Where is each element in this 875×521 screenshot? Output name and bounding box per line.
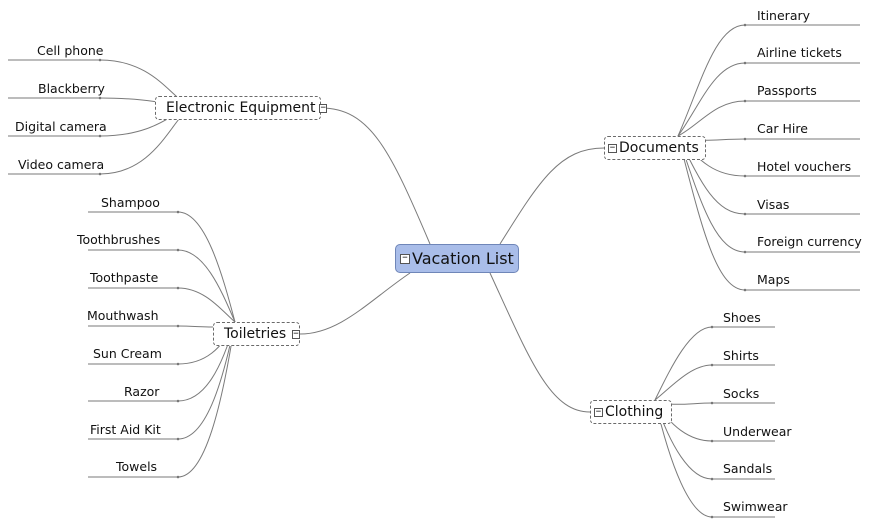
topic-toiletries[interactable]: Toiletries − xyxy=(213,322,300,346)
subtopic-item[interactable]: Sun Cream xyxy=(93,346,162,361)
link-center-toiletries xyxy=(299,272,411,335)
connector-end-dot xyxy=(176,362,180,366)
topic-label: Documents xyxy=(619,140,699,156)
connector-end-dot xyxy=(743,288,747,292)
subtopic-item[interactable]: Passports xyxy=(757,83,817,98)
connector-end-dot xyxy=(743,99,747,103)
topic-clothing[interactable]: − Clothing xyxy=(590,400,672,424)
connector-end-dot xyxy=(176,286,180,290)
connector-end-dot xyxy=(743,174,747,178)
collapse-toggle-icon[interactable]: − xyxy=(594,406,603,417)
link-clothing-leaf xyxy=(654,326,775,401)
connector-end-dot xyxy=(98,96,102,100)
connector-end-dot xyxy=(743,212,747,216)
subtopic-item[interactable]: Digital camera xyxy=(15,119,107,134)
collapse-toggle-icon[interactable]: − xyxy=(292,328,300,339)
subtopic-item[interactable]: Foreign currency xyxy=(757,234,862,249)
connector-end-dot xyxy=(710,325,714,329)
subtopic-item[interactable]: Cell phone xyxy=(37,43,104,58)
collapse-toggle-icon[interactable]: − xyxy=(319,102,327,113)
connector-end-dot xyxy=(710,363,714,367)
subtopic-item[interactable]: Toothbrushes xyxy=(77,232,161,247)
subtopic-item[interactable]: Towels xyxy=(116,459,158,474)
subtopic-item[interactable]: Razor xyxy=(124,384,160,399)
link-documents-leaf xyxy=(677,100,860,137)
connector-end-dot xyxy=(710,477,714,481)
subtopic-item[interactable]: Mouthwash xyxy=(87,308,159,323)
connector-end-dot xyxy=(98,58,102,62)
topic-documents[interactable]: − Documents xyxy=(604,136,706,160)
subtopic-item[interactable]: Blackberry xyxy=(38,81,105,96)
link-documents-leaf xyxy=(677,135,860,291)
connector-end-dot xyxy=(98,172,102,176)
connector-end-dot xyxy=(176,248,180,252)
subtopic-item[interactable]: Sandals xyxy=(723,461,773,476)
topic-electronic-equipment[interactable]: Electronic Equipment − xyxy=(155,96,327,120)
topic-label: Toiletries xyxy=(224,326,287,342)
link-center-clothing xyxy=(489,272,591,413)
central-topic-label: Vacation List xyxy=(412,249,514,268)
subtopic-item[interactable]: Toothpaste xyxy=(90,270,159,285)
subtopic-item[interactable]: Swimwear xyxy=(723,499,788,514)
subtopic-item[interactable]: Socks xyxy=(723,386,760,401)
subtopic-item[interactable]: Shampoo xyxy=(101,195,160,210)
connector-end-dot xyxy=(710,515,714,519)
connector-end-dot xyxy=(176,324,180,328)
subtopic-item[interactable]: Visas xyxy=(757,197,790,212)
collapse-toggle-icon[interactable]: − xyxy=(400,253,410,264)
link-center-electronic xyxy=(320,107,431,245)
subtopic-item[interactable]: Video camera xyxy=(18,157,105,172)
connector-end-dot xyxy=(176,399,180,403)
connector-end-dot xyxy=(743,23,747,27)
subtopic-item[interactable]: Underwear xyxy=(723,424,792,439)
topic-label: Clothing xyxy=(605,404,664,420)
subtopic-item[interactable]: Hotel vouchers xyxy=(757,159,852,174)
subtopic-item[interactable]: Maps xyxy=(757,272,790,287)
subtopic-item[interactable]: Airline tickets xyxy=(757,45,842,60)
subtopic-item[interactable]: Shoes xyxy=(723,310,761,325)
connector-end-dot xyxy=(743,137,747,141)
subtopic-item[interactable]: Shirts xyxy=(723,348,759,363)
link-clothing-leaf xyxy=(654,399,775,518)
connector-end-dot xyxy=(176,210,180,214)
subtopic-item[interactable]: First Aid Kit xyxy=(90,422,161,437)
subtopic-item[interactable]: Itinerary xyxy=(757,8,811,23)
connector-end-dot xyxy=(176,437,180,441)
central-topic[interactable]: − Vacation List xyxy=(395,244,519,273)
link-toiletries-leaf xyxy=(88,211,236,323)
link-center-documents xyxy=(499,147,605,245)
connector-end-dot xyxy=(710,439,714,443)
connector-end-dot xyxy=(176,475,180,479)
subtopic-item[interactable]: Car Hire xyxy=(757,121,808,136)
connector-end-dot xyxy=(743,250,747,254)
connector-end-dot xyxy=(743,61,747,65)
topic-label: Electronic Equipment xyxy=(166,100,316,116)
link-toiletries-leaf xyxy=(88,321,236,478)
collapse-toggle-icon[interactable]: − xyxy=(608,142,617,153)
link-documents-leaf xyxy=(677,62,860,137)
link-documents-leaf xyxy=(677,24,860,137)
connector-end-dot xyxy=(710,401,714,405)
connector-end-dot xyxy=(98,134,102,138)
link-toiletries-leaf xyxy=(88,249,236,323)
link-toiletries-leaf xyxy=(88,321,236,440)
